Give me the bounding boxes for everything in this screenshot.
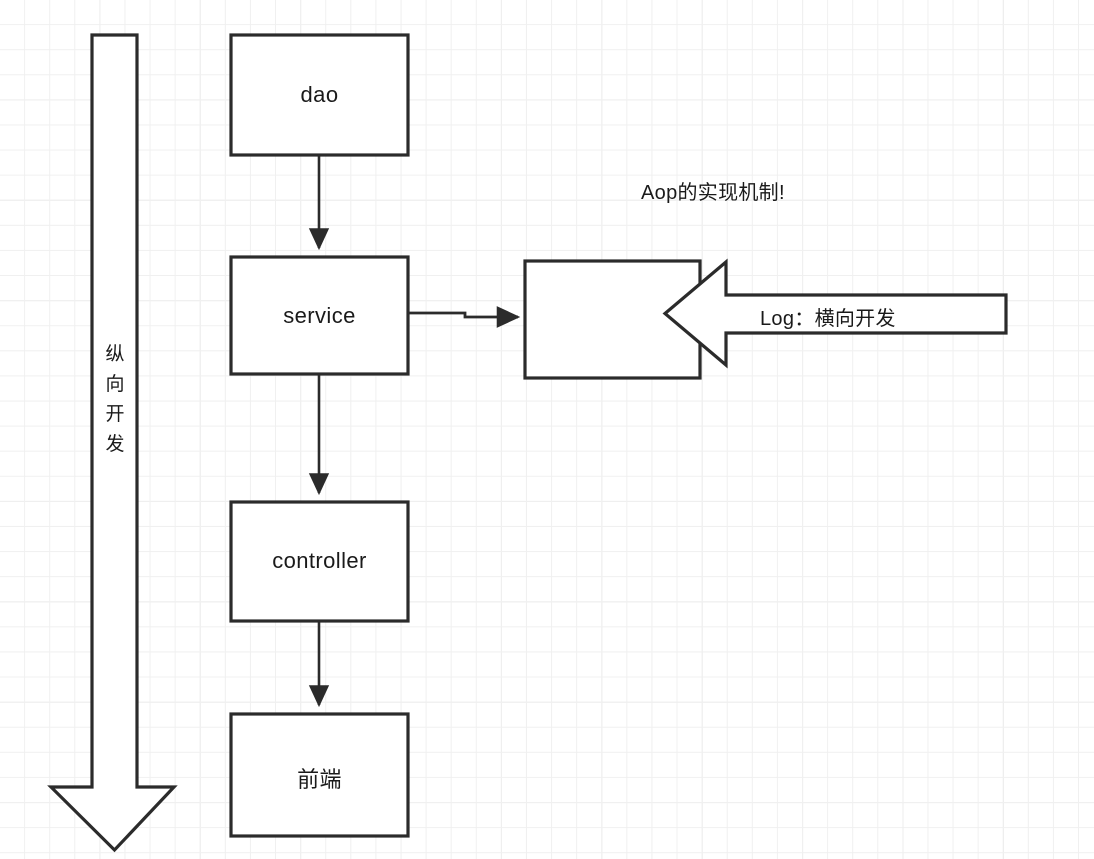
vertical-dev-label: 纵 向 开 发 (103, 340, 127, 460)
node-label-frontend: 前端 (297, 767, 342, 792)
vertical-dev-char-1: 纵 (105, 344, 125, 365)
vertical-dev-char-2: 向 (105, 374, 125, 395)
node-box-controller (229, 500, 410, 623)
node-label-controller: controller (272, 548, 367, 573)
node-box-frontend (229, 712, 410, 838)
vertical-dev-char-3: 开 (105, 404, 125, 425)
connector-service-to-aspect (408, 306, 521, 328)
vertical-dev-block-arrow (47, 33, 178, 853)
annotation-log-arrow-text: Log：横向开发 (760, 308, 896, 330)
annotation-aop-note: Aop的实现机制! (641, 182, 785, 204)
log-horizontal-block-arrow (662, 258, 1008, 369)
node-label-dao: dao (300, 82, 339, 107)
vertical-dev-char-4: 发 (105, 434, 125, 455)
node-box-service (229, 255, 410, 376)
node-label-service: service (283, 303, 356, 328)
